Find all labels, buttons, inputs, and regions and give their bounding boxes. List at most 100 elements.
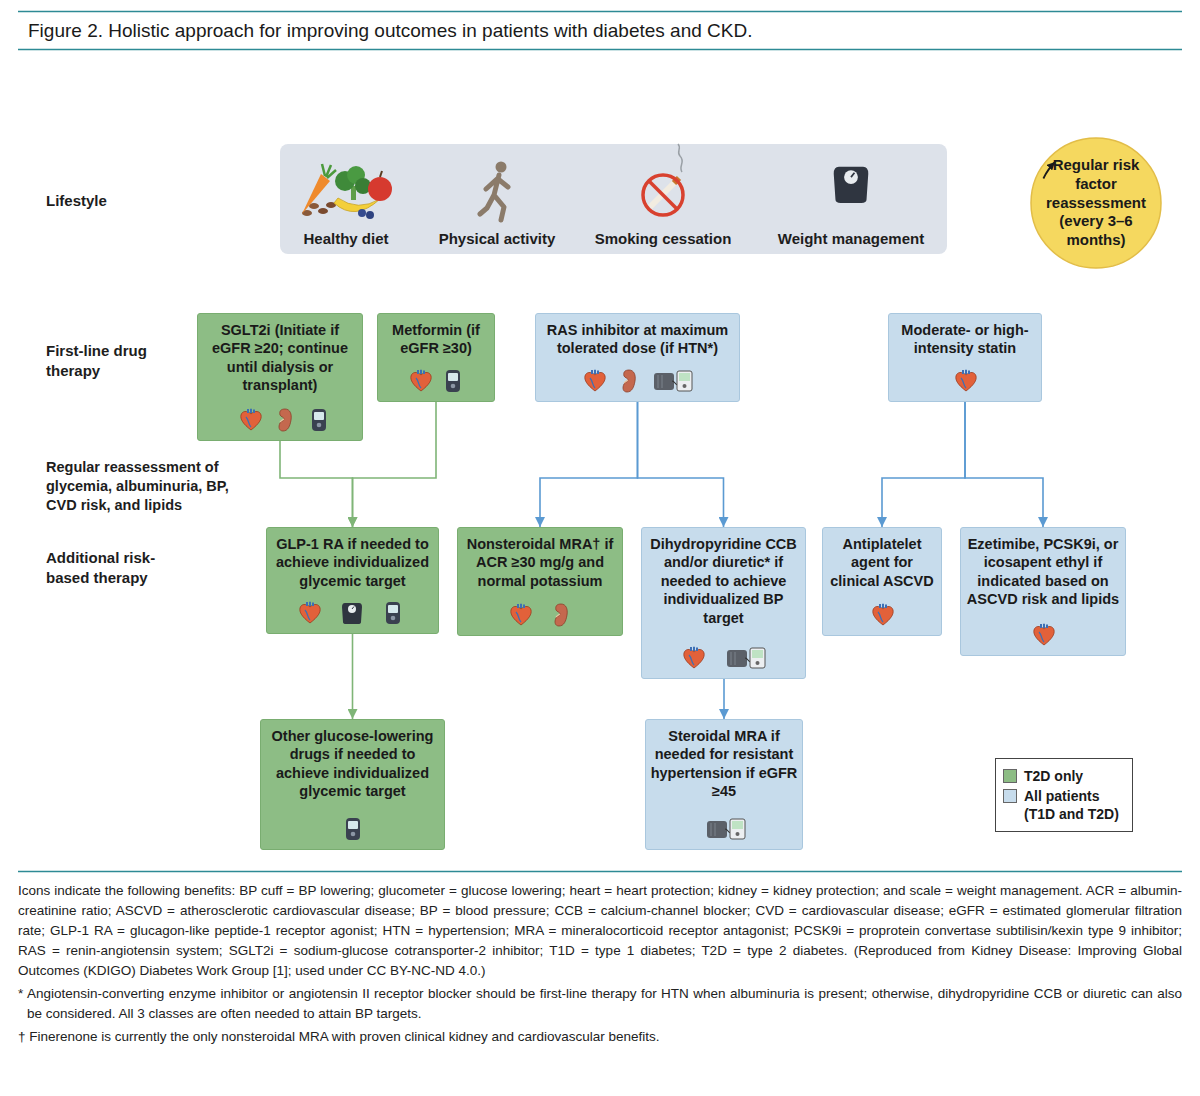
therapy-box: SGLT2i (Initiate if eGFR ≥20; continue u…: [197, 313, 363, 441]
flow-connector: [965, 402, 1043, 527]
benefit-icons: [536, 367, 741, 395]
benefit-icons: [555, 604, 567, 626]
box-text: GLP-1 RA if needed to achieve individual…: [267, 528, 438, 590]
box-label: RAS inhibitor at maximum tolerated dose …: [540, 321, 735, 358]
box-text: Antiplatelet agent for clinical ASCVD: [823, 528, 941, 590]
flow-connector: [280, 441, 353, 527]
flow-connector: [723, 679, 725, 719]
legend-text: T2D only: [1024, 767, 1126, 785]
benefit-icons: [386, 602, 400, 624]
healthy-diet-icon: [366, 211, 374, 219]
healthy-diet-icon: [302, 164, 392, 219]
reassessment-circle: Regular risk factor reassessment (every …: [1030, 137, 1162, 269]
therapy-box: Antiplatelet agent for clinical ASCVD: [822, 527, 942, 636]
benefit-icons: [727, 648, 765, 668]
flow-connector: [352, 634, 354, 719]
benefit-icons: [279, 409, 291, 431]
footnote: † Finerenone is currently the only nonst…: [18, 1027, 1182, 1047]
healthy-diet-icon: [358, 209, 366, 217]
box-label: Ezetimibe, PCSK9i, or icosapent ethyl if…: [965, 535, 1121, 609]
circle-label: Regular risk factor reassessment (every …: [1041, 156, 1151, 250]
row-label: Additional risk-based therapy: [46, 548, 156, 587]
box-label: Antiplatelet agent for clinical ASCVD: [827, 535, 937, 590]
healthy-diet-icon: [334, 198, 380, 212]
caption-block: Icons indicate the following benefits: B…: [18, 881, 1182, 1047]
therapy-box: Dihydropyridine CCB and/or diuretic* if …: [641, 527, 806, 679]
flow-connector: [638, 402, 724, 527]
box-text: Dihydropyridine CCB and/or diuretic* if …: [642, 528, 805, 627]
weight-management-icon: [834, 167, 869, 203]
benefit-icons: [346, 818, 360, 840]
therapy-box: Steroidal MRA if needed for resistant hy…: [645, 719, 803, 850]
therapy-box: Nonsteroidal MRA† if ACR ≥30 mg/g and no…: [457, 527, 623, 636]
benefit-icons: [1034, 624, 1054, 645]
rule-line: [18, 871, 1182, 873]
healthy-diet-icon: [302, 174, 330, 214]
benefit-icons: [654, 371, 692, 391]
therapy-box: RAS inhibitor at maximum tolerated dose …: [535, 313, 740, 402]
benefit-icons: [511, 604, 531, 625]
benefit-icons: [585, 370, 605, 391]
healthy-diet-icon: [322, 164, 336, 178]
benefit-icons: [873, 604, 893, 625]
benefit-icons: [198, 406, 364, 434]
therapy-box: GLP-1 RA if needed to achieve individual…: [266, 527, 439, 634]
box-label: Nonsteroidal MRA† if ACR ≥30 mg/g and no…: [462, 535, 618, 590]
rule-line: [18, 49, 1182, 51]
smoking-cessation-icon: [678, 144, 682, 172]
legend-swatch: [1003, 769, 1017, 783]
legend-row: T2D only: [1003, 767, 1126, 785]
benefit-icons: [342, 603, 362, 624]
healthy-diet-icon: [368, 177, 392, 201]
physical-activity-icon: [480, 162, 508, 221]
flow-connector: [353, 402, 437, 527]
benefit-icons: [378, 367, 496, 395]
lifestyle-item: Weight management: [766, 229, 936, 249]
benefit-icons: [261, 815, 446, 843]
benefit-icons: [458, 601, 624, 629]
benefit-icons: [312, 409, 326, 431]
rule-line: [18, 12, 1182, 872]
box-label: Dihydropyridine CCB and/or diuretic* if …: [646, 535, 801, 627]
box-text: Nonsteroidal MRA† if ACR ≥30 mg/g and no…: [458, 528, 622, 590]
benefit-icons: [961, 621, 1127, 649]
lifestyle-item: Healthy diet: [276, 229, 416, 249]
lifestyle-item: Physical activity: [422, 229, 572, 249]
weight-management-icon: [834, 167, 869, 203]
figure-caption: Icons indicate the following benefits: B…: [18, 881, 1182, 981]
benefit-icons: [411, 370, 431, 391]
benefit-icons: [707, 819, 745, 839]
smoking-cessation-icon: [643, 175, 683, 215]
circle-outline: [1031, 138, 1161, 268]
benefit-icons: [823, 601, 943, 629]
smoking-cessation-icon: [643, 144, 683, 215]
healthy-diet-icon: [380, 171, 382, 177]
benefit-icons: [446, 370, 460, 392]
box-text: SGLT2i (Initiate if eGFR ≥20; continue u…: [198, 314, 362, 395]
box-text: Metformin (if eGFR ≥30): [378, 314, 494, 358]
circle-text: Regular risk factor reassessment (every …: [1030, 137, 1162, 269]
box-label: Steroidal MRA if needed for resistant hy…: [650, 727, 798, 801]
benefit-icons: [684, 647, 704, 668]
physical-activity-icon: [496, 162, 507, 173]
box-text: Ezetimibe, PCSK9i, or icosapent ethyl if…: [961, 528, 1125, 609]
benefit-icons: [956, 370, 976, 391]
benefit-icons: [623, 370, 635, 392]
legend-row: All patients (T1D and T2D): [1003, 787, 1126, 823]
lifestyle-item: Smoking cessation: [583, 229, 743, 249]
benefit-icons: [300, 602, 320, 623]
footnote: * Angiotensin-converting enzyme inhibito…: [18, 984, 1182, 1024]
smoking-cessation-icon: [649, 181, 677, 209]
benefit-icons: [267, 599, 440, 627]
box-label: SGLT2i (Initiate if eGFR ≥20; continue u…: [202, 321, 358, 395]
benefit-icons: [642, 644, 807, 672]
legend-swatch: [1003, 789, 1017, 803]
flow-connector: [882, 402, 965, 527]
row-label: Regular reassessment of glycemia, albumi…: [46, 458, 246, 515]
legend-box: T2D onlyAll patients (T1D and T2D): [995, 758, 1133, 832]
therapy-box: Metformin (if eGFR ≥30): [377, 313, 495, 402]
therapy-box: Moderate- or high-intensity statin: [888, 313, 1042, 402]
row-label: Lifestyle: [46, 191, 186, 211]
benefit-icons: [241, 409, 261, 430]
figure-title: Figure 2. Holistic approach for improvin…: [28, 19, 1178, 43]
